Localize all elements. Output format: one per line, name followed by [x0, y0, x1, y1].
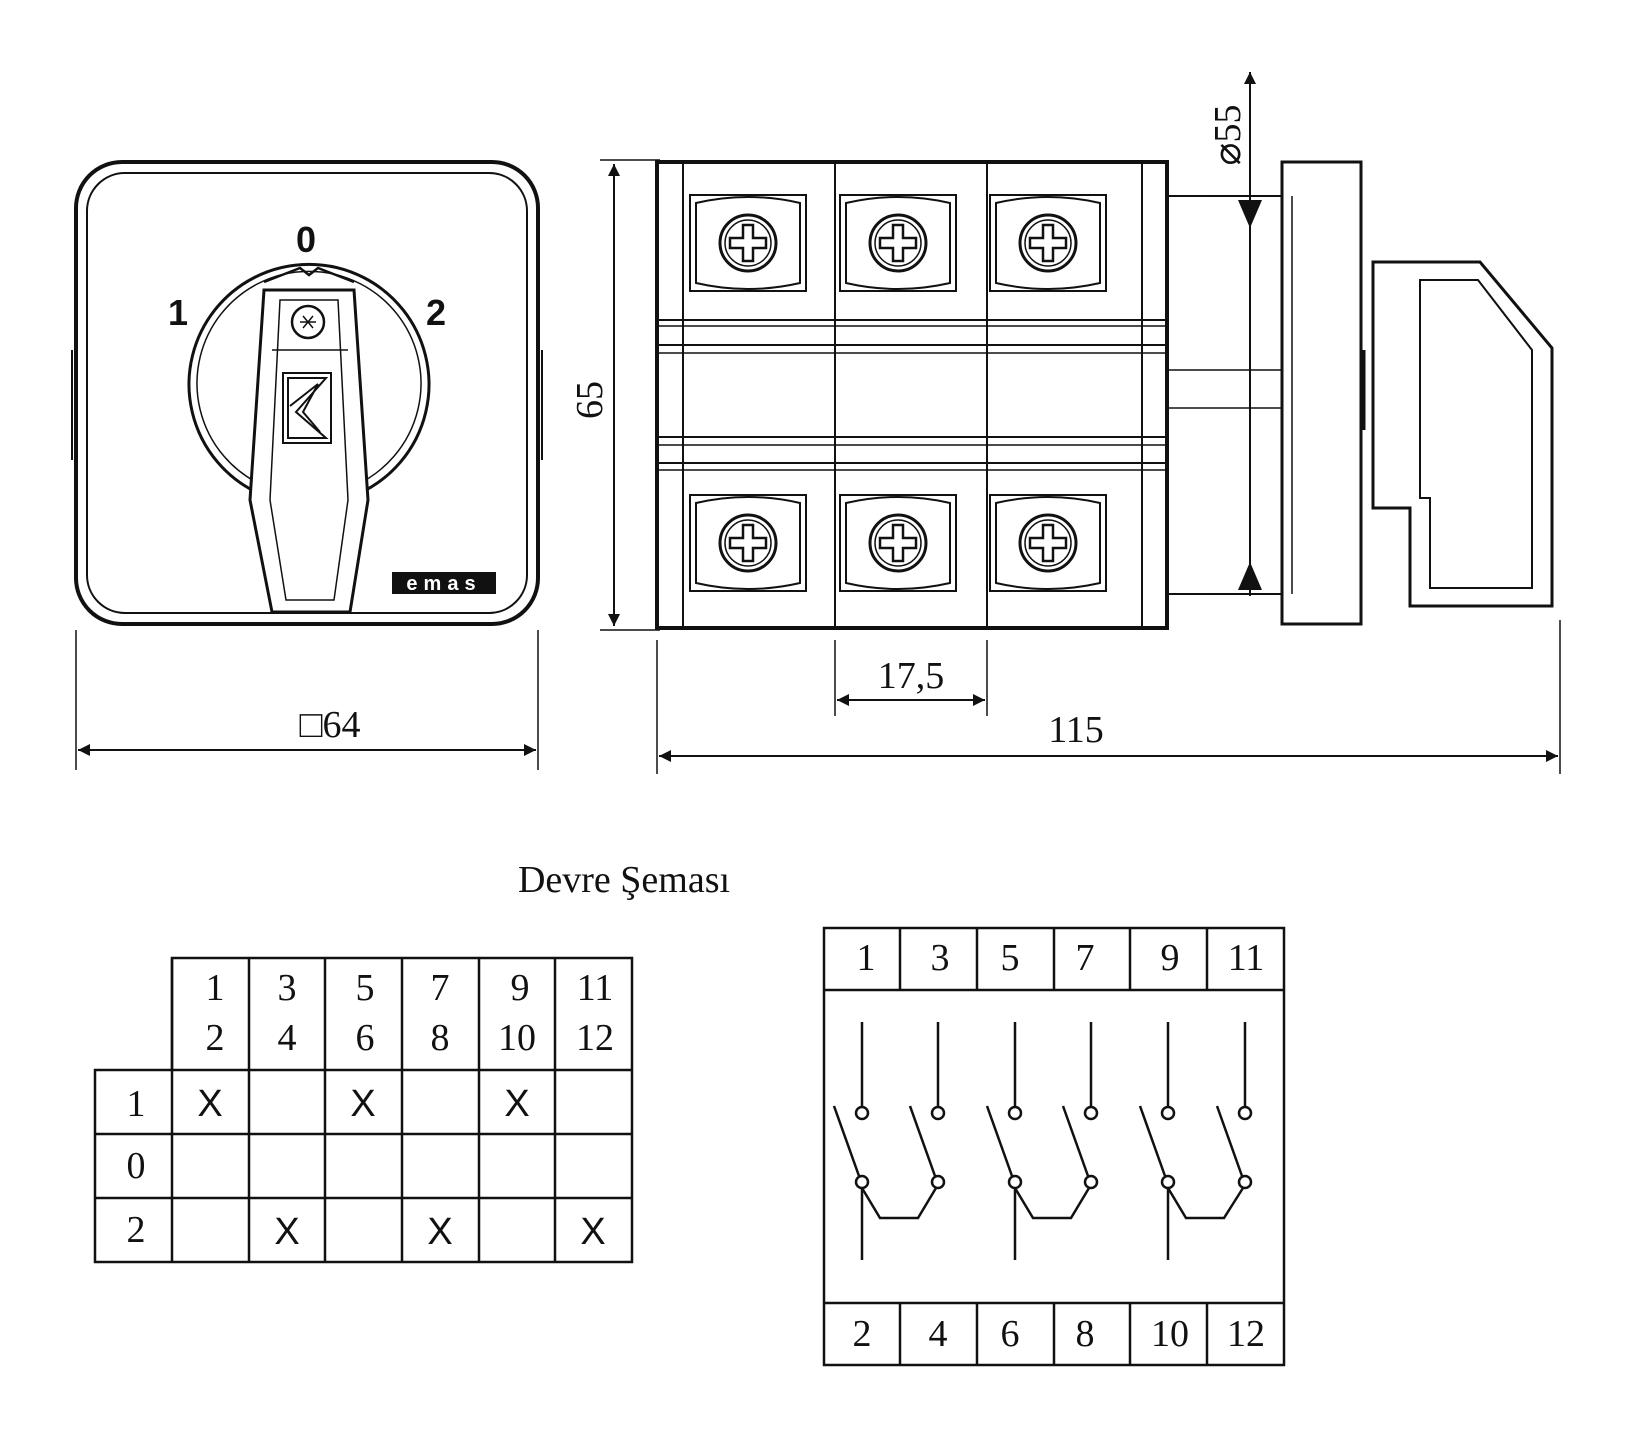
table-cell: X	[350, 1083, 375, 1125]
front-plate-outer	[74, 160, 540, 626]
table-cell: X	[427, 1211, 452, 1253]
terminal-screw-icon	[988, 493, 1108, 593]
dimension-square-64: □64	[300, 704, 361, 746]
table-col-header-bottom: 4	[278, 1017, 297, 1059]
dimension-length-115: 115	[1048, 709, 1104, 751]
table-row-label: 2	[127, 1209, 146, 1251]
terminal-screw-icon	[688, 193, 808, 293]
terminal-label-bottom: 4	[929, 1313, 948, 1355]
table-col-header-top: 5	[356, 967, 375, 1009]
schema-title: Devre Şeması	[518, 859, 730, 901]
brand-mark: emas	[406, 573, 481, 595]
table-cell: X	[580, 1211, 605, 1253]
table-col-header-top: 1	[206, 967, 225, 1009]
table-cell: X	[274, 1211, 299, 1253]
knob-handle[interactable]	[248, 288, 370, 614]
position-label-0: 0	[296, 219, 316, 260]
terminal-label-bottom: 2	[853, 1313, 872, 1355]
table-col-header-top: 9	[511, 967, 530, 1009]
terminal-screw-icon	[838, 493, 958, 593]
table-col-header-top: 11	[577, 967, 614, 1009]
knob-screw-icon	[290, 304, 326, 340]
knob-side	[1371, 260, 1554, 608]
terminal-label-top: 1	[857, 937, 876, 979]
contact-switch-icon	[985, 1022, 1099, 1260]
dimension-height-65: 65	[569, 381, 611, 419]
mounting-flange	[1280, 160, 1363, 626]
table-col-header-bottom: 10	[498, 1017, 536, 1059]
knob-disc[interactable]	[187, 262, 431, 495]
dimension-pitch-17-5: 17,5	[878, 655, 945, 697]
terminal-screw-icon	[988, 193, 1108, 293]
terminal-label-bottom: 10	[1151, 1313, 1189, 1355]
contact-switch-icon	[1138, 1022, 1253, 1260]
terminal-label-top: 9	[1161, 937, 1180, 979]
table-col-header-bottom: 6	[356, 1017, 375, 1059]
terminal-label-bottom: 8	[1076, 1313, 1095, 1355]
terminal-label-bottom: 6	[1001, 1313, 1020, 1355]
table-col-header-top: 7	[431, 967, 450, 1009]
table-cell: X	[504, 1083, 529, 1125]
terminal-label-top: 3	[931, 937, 950, 979]
terminal-screw-icon	[838, 193, 958, 293]
terminal-label-top: 11	[1228, 937, 1265, 979]
terminal-label-top: 7	[1076, 937, 1095, 979]
contact-switch-icon	[832, 1022, 946, 1260]
dimension-diameter-55: ⌀55	[1207, 105, 1249, 166]
contact-diagram: 1 3 5 7 9 11 2 4 6 8 10 12	[822, 926, 1286, 1367]
front-view: 0 1 2 emas □64	[71, 160, 543, 770]
table-col-header-top: 3	[278, 967, 297, 1009]
position-label-2: 2	[426, 292, 446, 333]
table-row-label: 1	[127, 1083, 146, 1125]
terminal-label-top: 5	[1001, 937, 1020, 979]
position-label-1: 1	[168, 292, 188, 333]
terminal-label-bottom: 12	[1227, 1313, 1265, 1355]
table-col-header-bottom: 8	[431, 1017, 450, 1059]
side-view: 65 ⌀55 17,5 115	[569, 72, 1561, 774]
table-col-header-bottom: 12	[576, 1017, 614, 1059]
table-cell: X	[197, 1083, 222, 1125]
table-row-label: 0	[127, 1145, 146, 1187]
terminal-screw-icon	[688, 493, 808, 593]
brand-logo-icon	[282, 372, 332, 444]
switching-table: 1 2 3 4 5 6 7 8 9 10 11 12 1 0 2 X X X X…	[93, 956, 634, 1264]
table-col-header-bottom: 2	[206, 1017, 225, 1059]
